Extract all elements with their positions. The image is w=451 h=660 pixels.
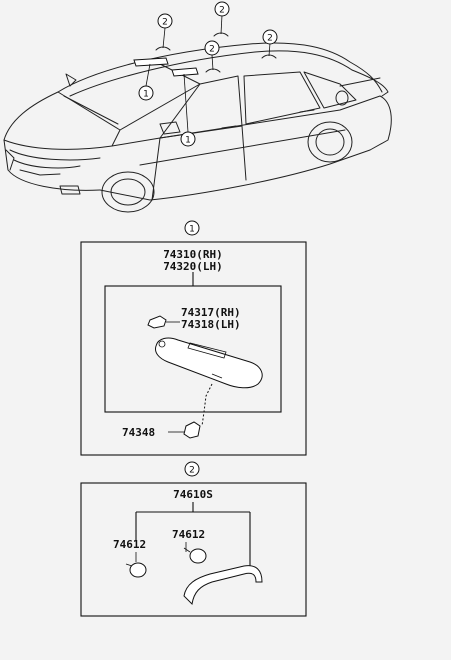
label-74610s: 74610S (173, 488, 213, 501)
label-74318-lh: 74318(LH) (181, 318, 241, 331)
label-74612-right: 74612 (172, 528, 205, 541)
svg-text:2: 2 (219, 6, 225, 16)
callout-2-d: 2 (262, 29, 278, 45)
visor-holder-part (147, 315, 167, 329)
callout-2-c: 2 (204, 40, 220, 56)
group-2-panel: 74610S 74612 74612 (80, 482, 307, 617)
svg-text:1: 1 (143, 90, 149, 100)
svg-text:2: 2 (162, 18, 168, 28)
label-74310-rh: 74310(RH) (163, 248, 223, 261)
sun-visor-part (155, 337, 263, 389)
svg-text:2: 2 (209, 45, 215, 55)
svg-text:2: 2 (267, 34, 273, 44)
callout-2-a: 2 (157, 13, 173, 29)
callout-1-b: 1 (180, 131, 196, 147)
label-74612-left: 74612 (113, 538, 146, 551)
svg-text:1: 1 (189, 225, 195, 235)
grip-cap-right-part (183, 547, 207, 564)
label-74348: 74348 (122, 426, 155, 439)
car-illustration (3, 32, 392, 213)
label-74320-lh: 74320(LH) (163, 260, 223, 273)
svg-text:2: 2 (189, 466, 195, 476)
callout-1-a: 1 (138, 85, 154, 101)
grip-cap-left-part (125, 562, 147, 578)
group-2-header: 2 (184, 461, 200, 477)
visor-clip-part (183, 421, 201, 439)
callout-2-b: 2 (214, 1, 230, 17)
group-1-header: 1 (184, 220, 200, 236)
car-callouts: 2 2 2 2 1 1 (138, 1, 278, 147)
assist-grip-part (183, 565, 263, 606)
svg-text:1: 1 (185, 136, 191, 146)
label-74317-rh: 74317(RH) (181, 306, 241, 319)
group-1-panel: 74310(RH) 74320(LH) 74317(RH) 74318(LH) … (80, 241, 307, 456)
